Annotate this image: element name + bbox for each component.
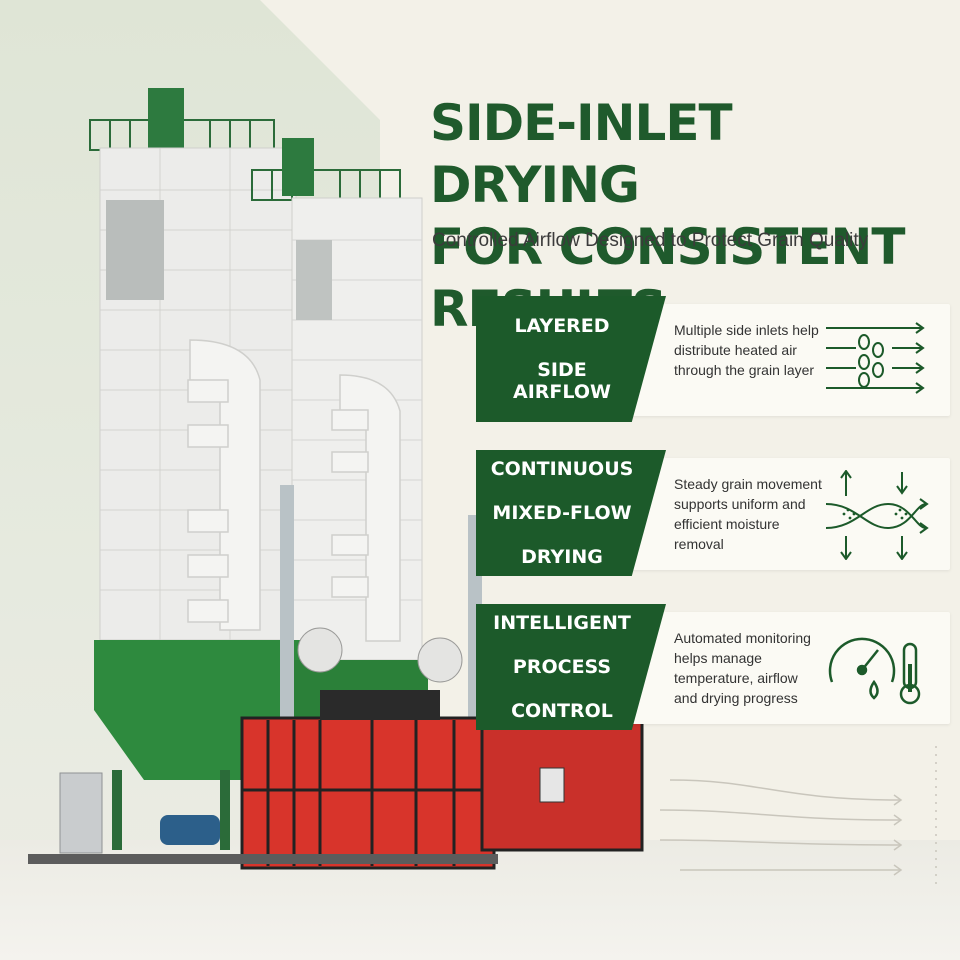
feature-description: Steady grain movement supports uniform a… — [674, 476, 822, 552]
feature-card-mixed-flow: Continuous Mixed-Flow Drying Steady grai… — [476, 450, 950, 576]
gauge-thermometer-icon — [828, 637, 921, 705]
feature-title-line: Control — [511, 700, 613, 722]
feature-title-line: Drying — [521, 546, 603, 568]
feature-tag: Intelligent Process Control — [476, 604, 666, 730]
right-tower-railing — [251, 169, 401, 201]
right-side-inlets — [331, 374, 401, 642]
feature-tag: Continuous Mixed-Flow Drying — [476, 450, 666, 576]
feature-card-layered-airflow: Layered Side Airflow Multiple side inlet… — [476, 296, 950, 422]
base-frame — [28, 854, 498, 864]
left-side-inlets — [187, 339, 261, 631]
left-tower-fan-housing — [148, 88, 184, 148]
decorative-airflow-lines — [659, 746, 937, 890]
feature-description: Automated monitoring helps manage temper… — [674, 630, 811, 706]
right-tower-vent-grille — [296, 240, 332, 320]
feature-card-process-control: Intelligent Process Control Automated mo… — [476, 604, 950, 730]
left-blower-fan — [297, 627, 343, 673]
burner-control-panel — [539, 767, 565, 803]
burner-top — [320, 690, 440, 720]
feature-description: Multiple side inlets help distribute hea… — [674, 322, 819, 378]
right-blower-fan — [417, 637, 463, 683]
front-burner-unit — [240, 716, 496, 870]
feature-panel — [626, 304, 950, 416]
left-tower-vent-grille — [106, 200, 164, 300]
feature-title-line: Intelligent — [493, 612, 631, 634]
headline-line-1: Side-Inlet Drying — [430, 94, 733, 214]
control-cabinet — [59, 772, 103, 854]
feature-title-line: Continuous — [490, 458, 634, 480]
subtitle: Controlled Airflow Designed to Protect G… — [432, 230, 869, 251]
feature-panel — [626, 612, 950, 724]
feature-title-line: Process — [512, 656, 612, 678]
feature-title-line: Layered — [514, 315, 610, 337]
airflow-grain-icon — [826, 322, 925, 394]
feature-title-line: Side Airflow — [513, 359, 611, 403]
left-exhaust-pipe — [280, 485, 294, 725]
mixed-flow-icon — [826, 470, 929, 560]
feature-tag: Layered Side Airflow — [476, 296, 666, 422]
feature-title-line: Mixed-Flow — [492, 502, 632, 524]
grain-dryer-illustration — [28, 88, 644, 870]
motor — [160, 815, 220, 845]
right-tower-fan-housing — [282, 138, 314, 196]
